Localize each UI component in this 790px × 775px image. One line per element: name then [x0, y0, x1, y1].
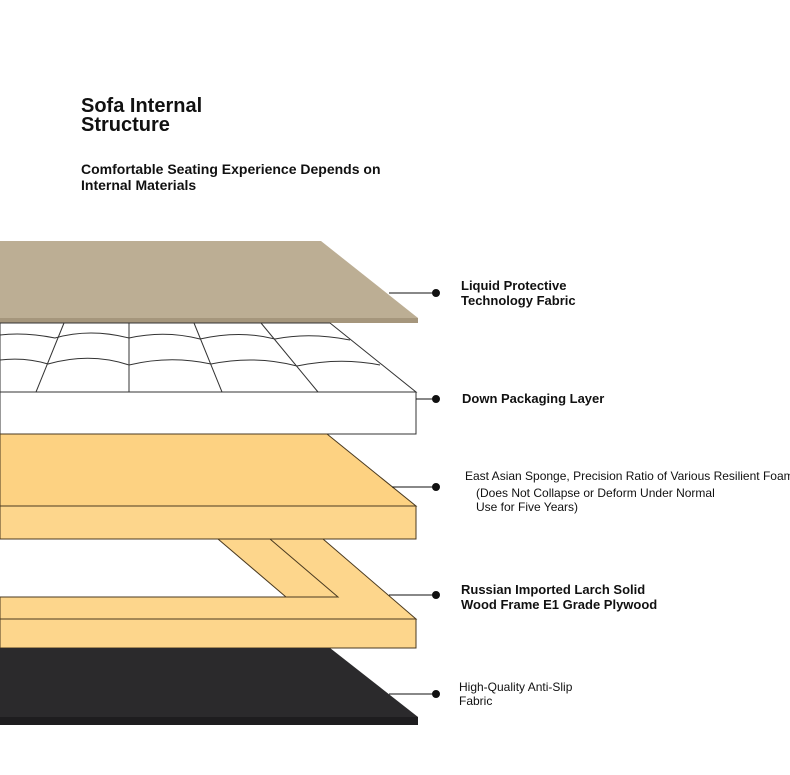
label-foam-note: (Does Not Collapse or Deform Under Norma…	[476, 486, 715, 514]
down-layer	[0, 322, 418, 435]
frame-layer	[0, 538, 418, 649]
label-down: Down Packaging Layer	[462, 391, 605, 406]
page-title: Sofa Internal Structure	[81, 95, 203, 136]
page-subtitle: Comfortable Seating Experience Depends o…	[81, 161, 381, 193]
label-foam: East Asian Sponge, Precision Ratio of Va…	[465, 469, 790, 483]
leader-lines	[389, 289, 440, 698]
label-anti-slip: High-Quality Anti-Slip Fabric	[459, 680, 573, 708]
anti-slip-layer	[0, 648, 418, 725]
label-frame: Russian Imported Larch Solid Wood Frame …	[461, 582, 658, 612]
foam-layer	[0, 433, 418, 540]
label-fabric: Liquid Protective Technology Fabric	[461, 278, 576, 308]
fabric-layer	[0, 241, 418, 323]
